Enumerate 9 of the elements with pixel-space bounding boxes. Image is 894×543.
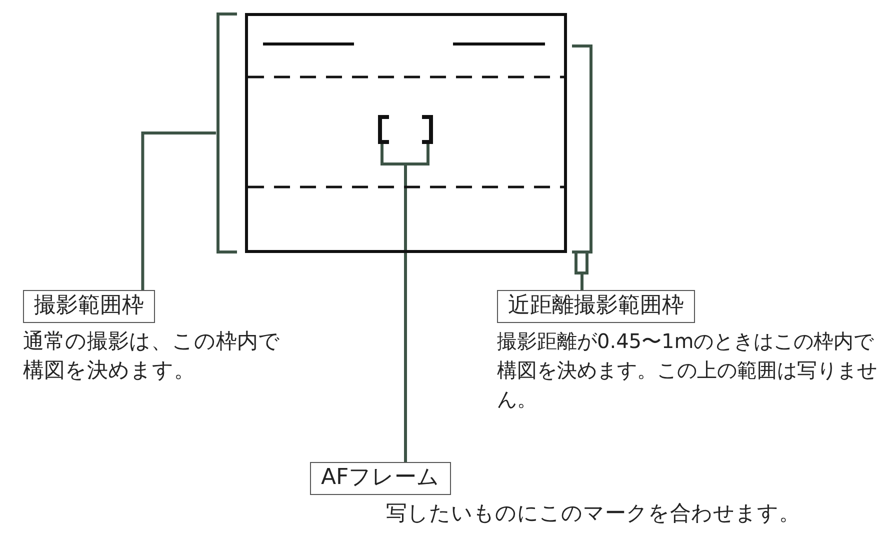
description-text: 通常の撮影は、この枠内で構図を決めます。 [23, 328, 281, 384]
leader-line [574, 252, 588, 292]
description-text: 写したいものにこのマークを合わせます。 [386, 500, 801, 527]
description-text: 撮影距離が0.45〜1mのときはこの枠内で構図を決めます。この上の範囲は写りません。 [497, 328, 878, 413]
label-box: 近距離撮影範囲枠 [497, 290, 695, 323]
label-box: AFフレーム [310, 462, 451, 495]
label-box: 撮影範囲枠 [23, 290, 155, 323]
leader-line [141, 132, 216, 290]
leader-line [380, 142, 430, 464]
